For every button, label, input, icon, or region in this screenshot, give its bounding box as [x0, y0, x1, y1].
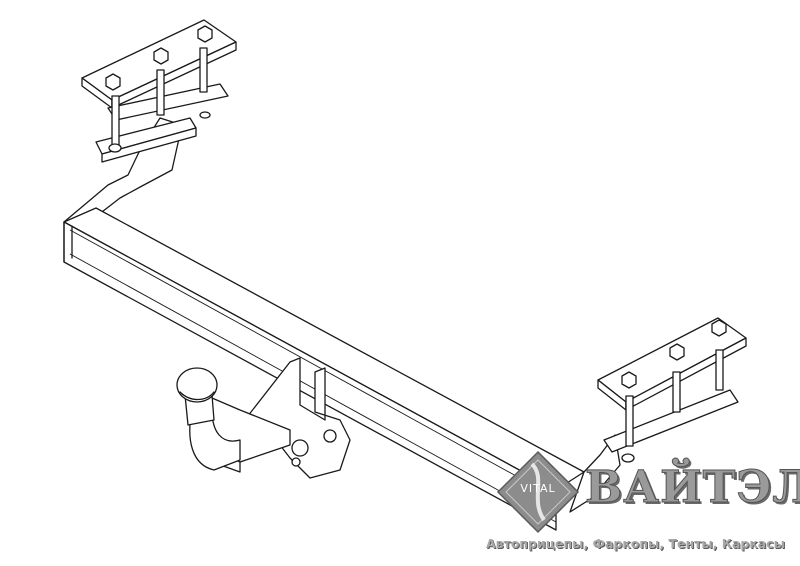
left-mounting-bracket [63, 19, 237, 233]
logo-mark-text: VITAL [520, 482, 556, 495]
right-mounting-bracket [569, 317, 747, 513]
vital-logo-mark [496, 450, 580, 534]
ball-mount [176, 357, 351, 479]
brand-name: ВАЙТЭЛ [584, 462, 800, 514]
crossbar-beam [63, 207, 585, 531]
brand-tagline: Автоприцепы, Фаркопы, Тенты, Каркасы [486, 536, 785, 551]
